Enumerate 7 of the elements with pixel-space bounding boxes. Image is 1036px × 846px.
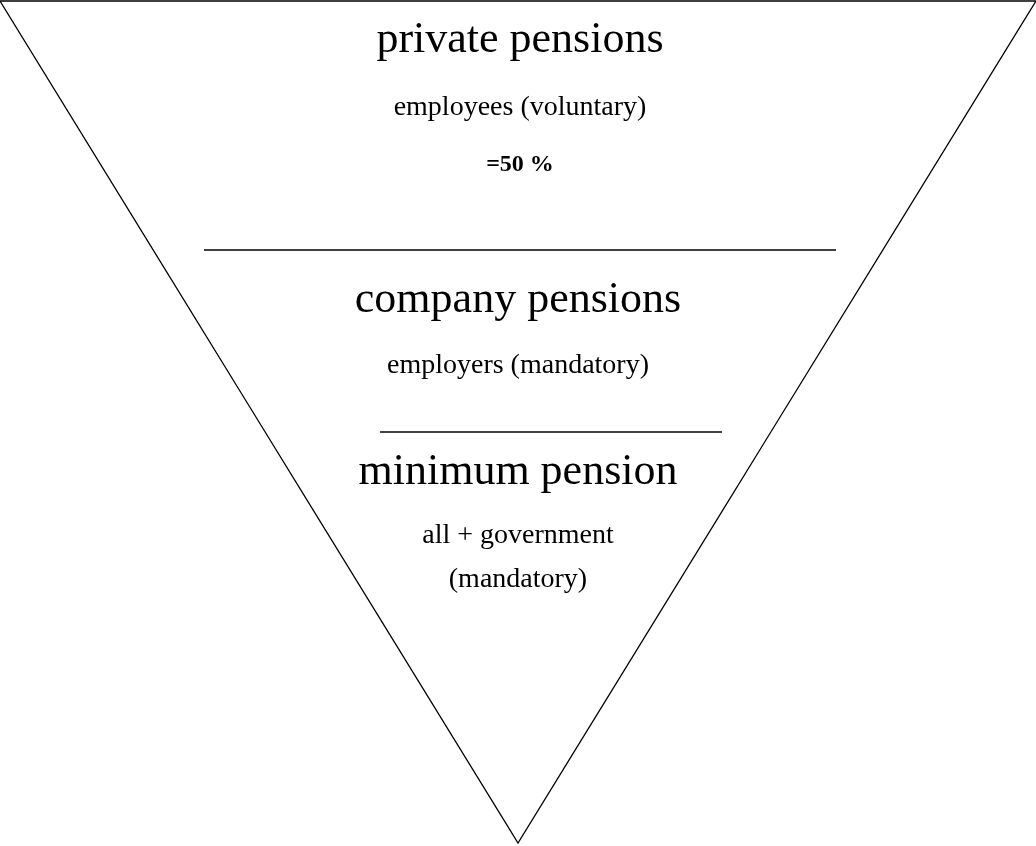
tier-description: employees (voluntary) [392,89,648,123]
tier-heading: private pensions [375,12,665,64]
tier-heading: company pensions [353,272,683,324]
share-label: =50 % [485,149,555,178]
tier-description: all + government (mandatory) [421,517,615,595]
tier-description: employers (mandatory) [386,347,650,381]
tier-heading: minimum pension [357,444,679,496]
